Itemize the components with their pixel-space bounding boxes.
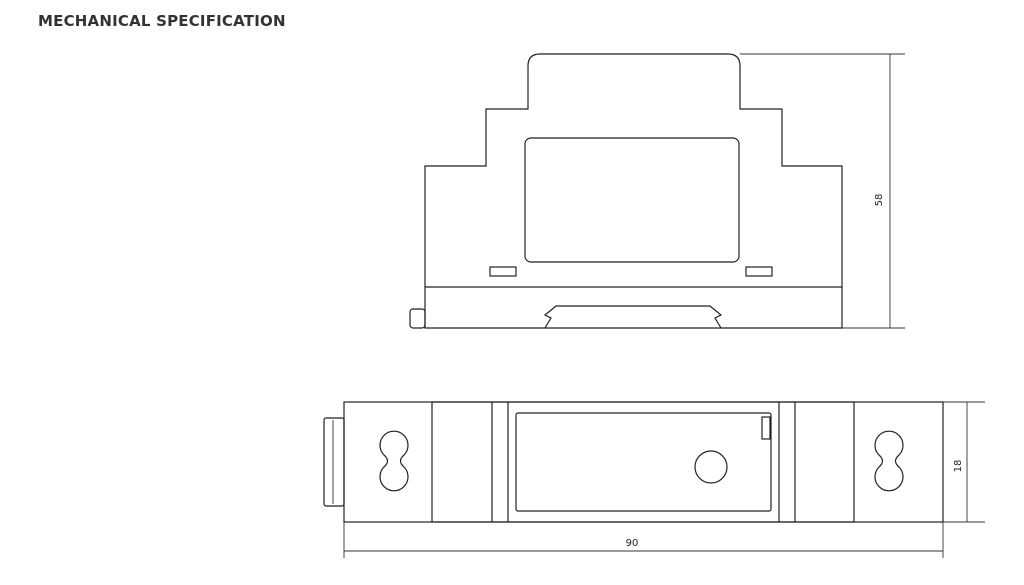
width-dimension-label: 90: [626, 538, 639, 549]
label-window: [515, 412, 772, 512]
front-view: 58: [409, 53, 905, 329]
depth-dimension-label: 18: [953, 460, 964, 473]
top-view-body: [431, 401, 855, 523]
left-mounting-keyhole: [379, 430, 409, 492]
section-title: MECHANICAL SPECIFICATION: [38, 12, 286, 30]
top-view: 18 90: [323, 401, 985, 558]
adjustment-potentiometer: [694, 450, 728, 484]
front-view-outline: [424, 53, 843, 329]
right-mounting-keyhole: [874, 430, 904, 492]
left-slot: [489, 266, 517, 277]
right-slot: [745, 266, 773, 277]
top-view-outline: [343, 401, 944, 523]
clip-tab: [409, 308, 426, 329]
side-connector: [323, 417, 345, 507]
height-dimension-label: 58: [874, 194, 885, 207]
din-rail-notch: [543, 305, 723, 329]
front-window: [524, 137, 740, 263]
window-tab: [761, 416, 771, 440]
